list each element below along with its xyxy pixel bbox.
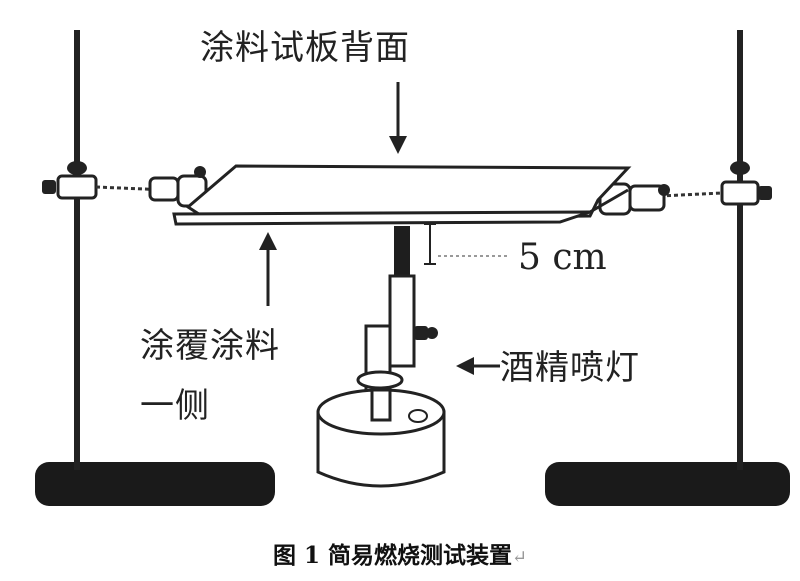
left-stand-base bbox=[35, 462, 275, 506]
distance-indicator bbox=[424, 223, 510, 265]
left-boss-head bbox=[56, 174, 98, 200]
right-boss-head bbox=[720, 180, 760, 206]
burner-nozzle bbox=[394, 226, 410, 276]
paragraph-mark-icon: ↵ bbox=[511, 547, 528, 568]
figure-caption: 图 1 简易燃烧测试装置↵ bbox=[0, 536, 800, 570]
alcohol-lamp-label: 酒精喷灯 bbox=[500, 348, 640, 388]
right-stand-rod bbox=[737, 30, 743, 470]
arrow-to-blowtorch bbox=[456, 357, 500, 375]
left-clamp-knob bbox=[67, 161, 87, 175]
burner-tube bbox=[388, 274, 416, 368]
right-stand-base bbox=[545, 462, 790, 506]
alcohol-blowtorch bbox=[316, 226, 446, 488]
coated-test-panel bbox=[172, 164, 632, 226]
burner-collar bbox=[356, 370, 404, 390]
panel-back-label: 涂料试板背面 bbox=[200, 28, 410, 68]
left-retort-stand bbox=[35, 30, 275, 506]
burner-filler-cap bbox=[408, 409, 428, 423]
right-clamp-knob bbox=[730, 161, 750, 175]
right-clamp-arm bbox=[598, 182, 723, 216]
right-boss-screw bbox=[758, 186, 772, 200]
coated-side-label-line1: 涂覆涂料 bbox=[140, 326, 280, 366]
figure-caption-text: 图 1 简易燃烧测试装置 bbox=[272, 542, 512, 569]
arrow-to-coated-side bbox=[259, 232, 277, 306]
distance-label: 5 cm bbox=[518, 237, 607, 278]
right-retort-stand bbox=[545, 30, 790, 506]
burner-adjust-knob bbox=[414, 326, 428, 340]
left-stand-rod bbox=[74, 30, 80, 470]
arrow-to-panel-back bbox=[389, 82, 407, 154]
left-clamp-arm bbox=[95, 166, 208, 208]
left-boss-screw bbox=[42, 180, 56, 194]
coated-side-label-line2: 一侧 bbox=[140, 386, 210, 426]
